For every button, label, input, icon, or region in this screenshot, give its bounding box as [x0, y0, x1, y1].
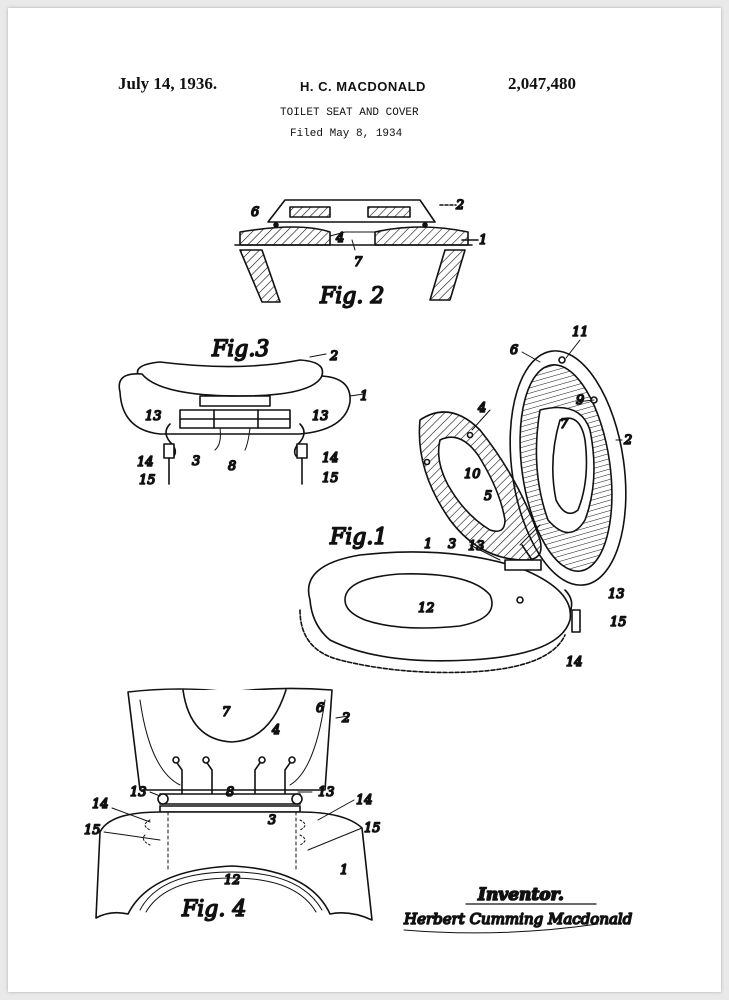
fig1-label-11: 11 [572, 325, 589, 340]
fig1-label-2: 2 [623, 433, 632, 448]
inventor-signature: Inventor. Herbert Cumming Macdonald [402, 884, 633, 934]
fig3-label-3: 3 [192, 454, 200, 469]
fig2-label-2: 2 [455, 198, 464, 213]
fig4-label-12: 12 [224, 873, 241, 888]
fig4-label-14-left: 14 [92, 797, 109, 812]
fig1-label-13-upper: 13 [468, 539, 485, 554]
fig3-label-15-left: 15 [139, 473, 156, 488]
fig1-label-12: 12 [418, 601, 435, 616]
signature-caption: Inventor. [477, 885, 564, 905]
figure-4-drawing: 7 4 6 2 13 8 13 14 14 3 15 15 12 1 Fig. … [83, 687, 381, 923]
fig1-label-3: 3 [448, 537, 456, 552]
fig1-label-14: 14 [566, 655, 583, 670]
filed-date: Filed May 8, 1934 [290, 128, 403, 140]
fig1-label-13-lower: 13 [608, 587, 625, 602]
figure-3-drawing: 2 1 13 13 3 8 14 14 15 15 Fig.3 [118, 336, 369, 489]
fig3-label-15-right: 15 [322, 471, 339, 486]
patent-title: TOILET SEAT AND COVER [280, 107, 419, 119]
figure-2-drawing: 6 2 4 1 7 Fig. 2 [234, 197, 488, 310]
fig3-label-8: 8 [228, 459, 236, 474]
fig2-label-7: 7 [354, 255, 363, 270]
fig1-label-15: 15 [610, 615, 627, 630]
fig3-label-13-left: 13 [145, 409, 162, 424]
fig4-label-15-right: 15 [364, 821, 381, 836]
fig3-label-14-right: 14 [322, 451, 339, 466]
fig4-label-15-left: 15 [84, 823, 101, 838]
fig1-label-6: 6 [510, 343, 518, 358]
fig4-label-13-right: 13 [318, 785, 335, 800]
patent-date: July 14, 1936. [118, 74, 218, 93]
fig4-label-3: 3 [268, 813, 276, 828]
fig2-label-6: 6 [251, 205, 259, 220]
fig3-label-1: 1 [360, 389, 368, 404]
fig1-label-7: 7 [560, 417, 569, 432]
figure-1-drawing: 11 6 4 9 7 2 10 5 1 3 13 12 13 15 14 Fig… [299, 324, 633, 674]
fig2-label-4: 4 [335, 231, 344, 246]
fig2-label-1: 1 [479, 233, 487, 248]
fig3-label-14-left: 14 [137, 455, 154, 470]
fig4-label-6: 6 [316, 701, 324, 716]
fig4-label-8: 8 [226, 785, 234, 800]
fig3-label-2: 2 [329, 349, 338, 364]
fig1-label-4: 4 [477, 401, 486, 416]
fig4-label-1: 1 [340, 863, 348, 878]
fig4-label-13-left: 13 [130, 785, 147, 800]
fig2-caption: Fig. 2 [319, 284, 384, 309]
fig4-label-2: 2 [341, 711, 350, 726]
signature-name: Herbert Cumming Macdonald [403, 910, 632, 928]
fig4-label-7: 7 [222, 705, 231, 720]
fig3-label-13-right: 13 [312, 409, 329, 424]
fig1-label-9: 9 [576, 393, 584, 408]
fig1-caption: Fig.1 [329, 525, 387, 550]
fig1-label-1: 1 [424, 537, 432, 552]
inventor-name: H. C. MACDONALD [300, 79, 426, 94]
fig4-label-4: 4 [271, 723, 280, 738]
fig4-label-14-right: 14 [356, 793, 373, 808]
fig4-caption: Fig. 4 [181, 897, 246, 922]
fig1-label-10: 10 [464, 467, 481, 482]
patent-number: 2,047,480 [508, 74, 576, 93]
fig1-label-5: 5 [484, 489, 492, 504]
fig3-caption: Fig.3 [211, 337, 269, 362]
